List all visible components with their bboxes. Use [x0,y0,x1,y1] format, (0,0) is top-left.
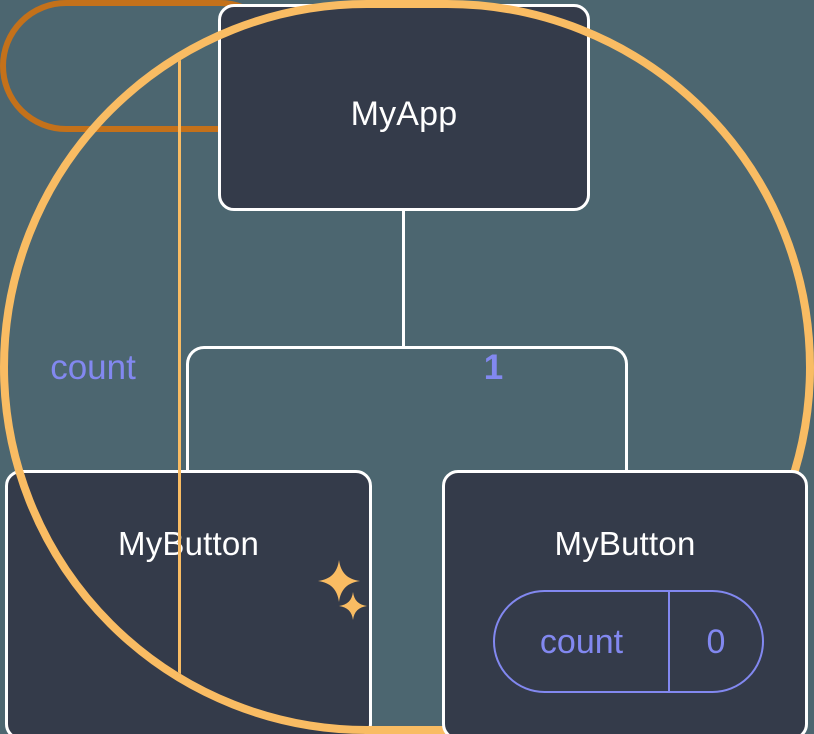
state-pill-count-right[interactable]: count 0 [493,590,764,693]
state-pill-left-key: count [50,347,136,387]
state-pill-right-value: 0 [706,622,726,661]
state-pill-left-value: 1 [483,347,504,387]
node-mybutton-right-label: MyButton [554,525,696,562]
sparkle-large-icon [318,560,360,602]
state-pill-left-divider [178,8,181,726]
state-pill-right-divider [668,592,670,691]
state-pill-right-key: count [539,622,624,661]
sparkle-small-icon [339,592,367,620]
